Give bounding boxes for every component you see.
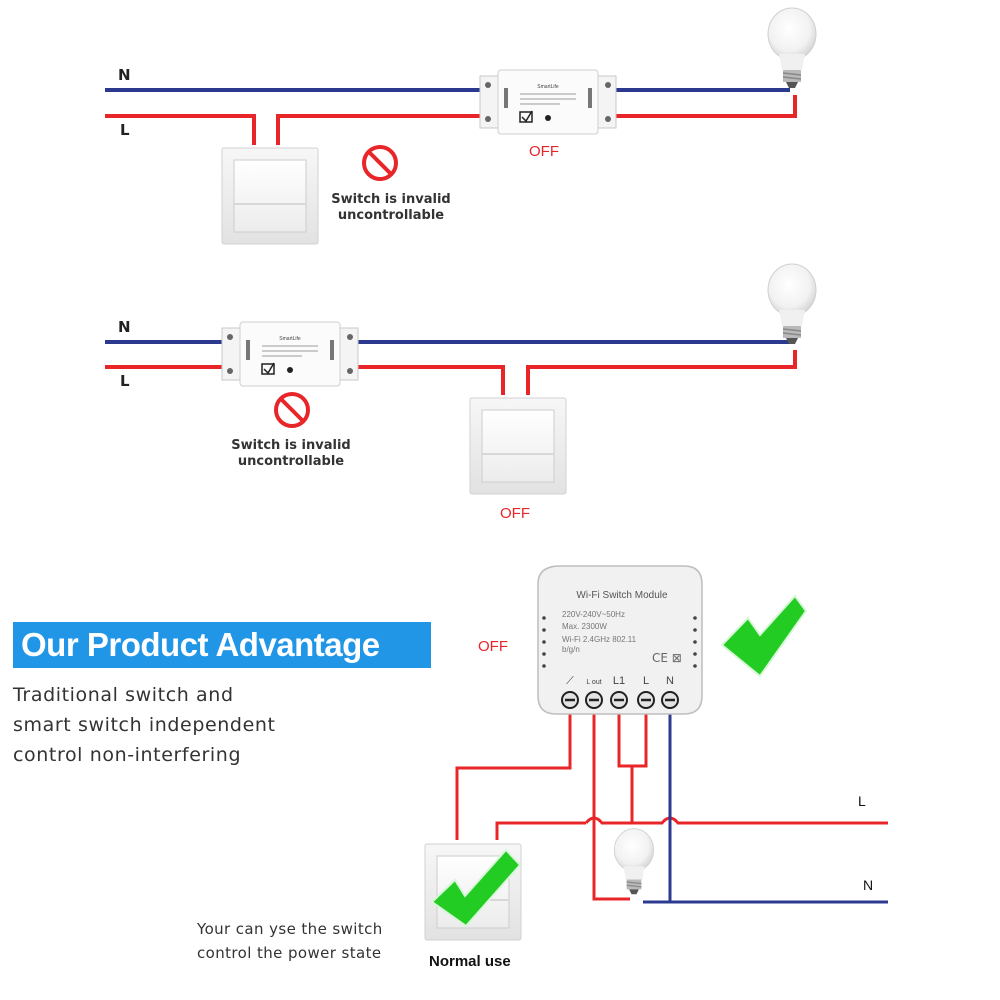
terminal-label: L1 [613,675,625,687]
live-wire [526,350,797,395]
checkmark-icon [430,848,522,928]
terminal-label: N [666,675,674,687]
live-wire [356,365,505,395]
diagram-1: SmartLife [105,7,817,245]
neutral-label: N [118,318,131,336]
module-title: Wi-Fi Switch Module [576,590,668,601]
light-bulb-icon [767,263,817,345]
neutral-wire [668,705,888,904]
live-wire [592,705,630,901]
live-wire [276,114,485,145]
live-wire [615,95,797,118]
module-spec: b/g/n [562,645,580,654]
no-entry-icon [274,392,310,428]
advantage-line: Traditional switch and [13,684,234,706]
relay-brand: SmartLife [537,84,559,90]
advantage-description: Traditional switch and smart switch inde… [13,680,343,770]
live-wire [495,821,586,840]
module-spec: Wi-Fi 2.4GHz 802.11 [562,635,637,644]
checkmark-icon [720,594,808,678]
live-wire [455,705,572,840]
relay-brand: SmartLife [279,336,301,342]
wall-switch [469,397,567,495]
module-spec: Max. 2300W [562,622,607,631]
live-wire [105,114,256,145]
warning-line: uncontrollable [337,208,445,223]
warning-line: Switch is invalid [231,438,351,453]
advantage-title: Our Product Advantage [13,622,431,668]
live-label: L [120,372,130,390]
status-off: OFF [500,505,530,522]
warning-line: Switch is invalid [331,192,451,207]
no-entry-icon [362,145,398,181]
diagram-2: SmartLife [105,263,817,495]
usage-line: control the power state [197,944,382,962]
warning-line: uncontrollable [237,454,345,469]
usage-note: Your can yse the switch control the powe… [197,917,417,965]
neutral-label: N [118,66,131,84]
live-label: L [120,121,130,139]
cert-marks: CE ⊠ [652,651,682,665]
advantage-line: control non-interfering [13,744,242,766]
status-off: OFF [478,638,508,655]
normal-use-label: Normal use [429,953,511,970]
advantage-line: smart switch independent [13,714,276,736]
wifi-switch-module: Wi-Fi Switch Module 220V-240V~50Hz Max. … [537,565,703,715]
diagram-3: Wi-Fi Switch Module 220V-240V~50Hz Max. … [424,565,888,941]
status-off: OFF [529,143,559,160]
smart-relay [479,69,617,135]
live-wire [584,816,888,825]
module-spec: 220V-240V~50Hz [562,610,625,619]
warning-text: Switch is invalid uncontrollable [226,438,356,470]
terminal-label: L [643,675,649,687]
usage-line: Your can yse the switch [197,920,383,938]
wall-switch [221,147,319,245]
live-label: L [858,793,866,809]
light-bulb-icon [767,7,817,89]
warning-text: Switch is invalid uncontrollable [326,192,456,224]
terminal-label: L out [586,679,601,686]
light-bulb-icon [613,828,655,895]
neutral-label: N [863,877,874,893]
terminal-label: ⟋ [566,674,574,687]
smart-relay [221,321,359,387]
